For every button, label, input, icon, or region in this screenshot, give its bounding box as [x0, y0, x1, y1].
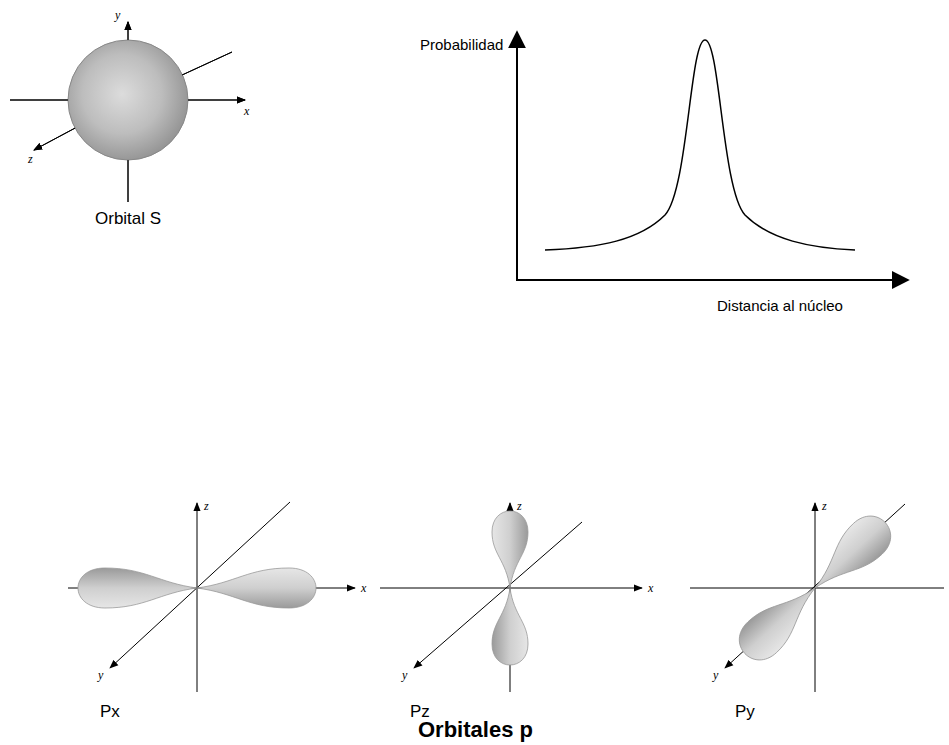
probability-graph [516, 32, 908, 281]
py-orbital [690, 503, 944, 692]
axis-title: Distancia al núcleo [717, 298, 843, 315]
orbital-name: Px [100, 703, 120, 722]
axis-title: Probabilidad [420, 37, 503, 54]
axis-label: x [361, 582, 366, 595]
axis-line [516, 279, 908, 281]
axis-label: z [517, 500, 522, 513]
axis-label: z [822, 500, 827, 513]
axis-label: x [648, 582, 653, 595]
axis-label: y [115, 9, 120, 22]
probability-curve [545, 40, 855, 250]
orbital-name: Orbital S [95, 210, 161, 229]
axis-label: z [28, 153, 33, 166]
axis-line [128, 22, 129, 40]
axis-line [128, 160, 129, 202]
caption: Orbitales p [418, 718, 533, 742]
axis-line [516, 32, 518, 281]
axis-label: z [204, 500, 209, 513]
axis-line [188, 100, 245, 101]
px-orbital [68, 502, 355, 692]
axis-label: y [713, 669, 718, 682]
axis-label: y [402, 669, 407, 682]
axis-line [182, 52, 232, 75]
sphere [68, 40, 188, 160]
axis-label: y [98, 669, 103, 682]
orbital-name: Py [735, 703, 755, 722]
axis-line [10, 100, 68, 101]
axis-label: x [244, 105, 249, 118]
pz-orbital [380, 503, 642, 692]
axis-line [34, 128, 75, 150]
s-orbital [10, 22, 245, 202]
